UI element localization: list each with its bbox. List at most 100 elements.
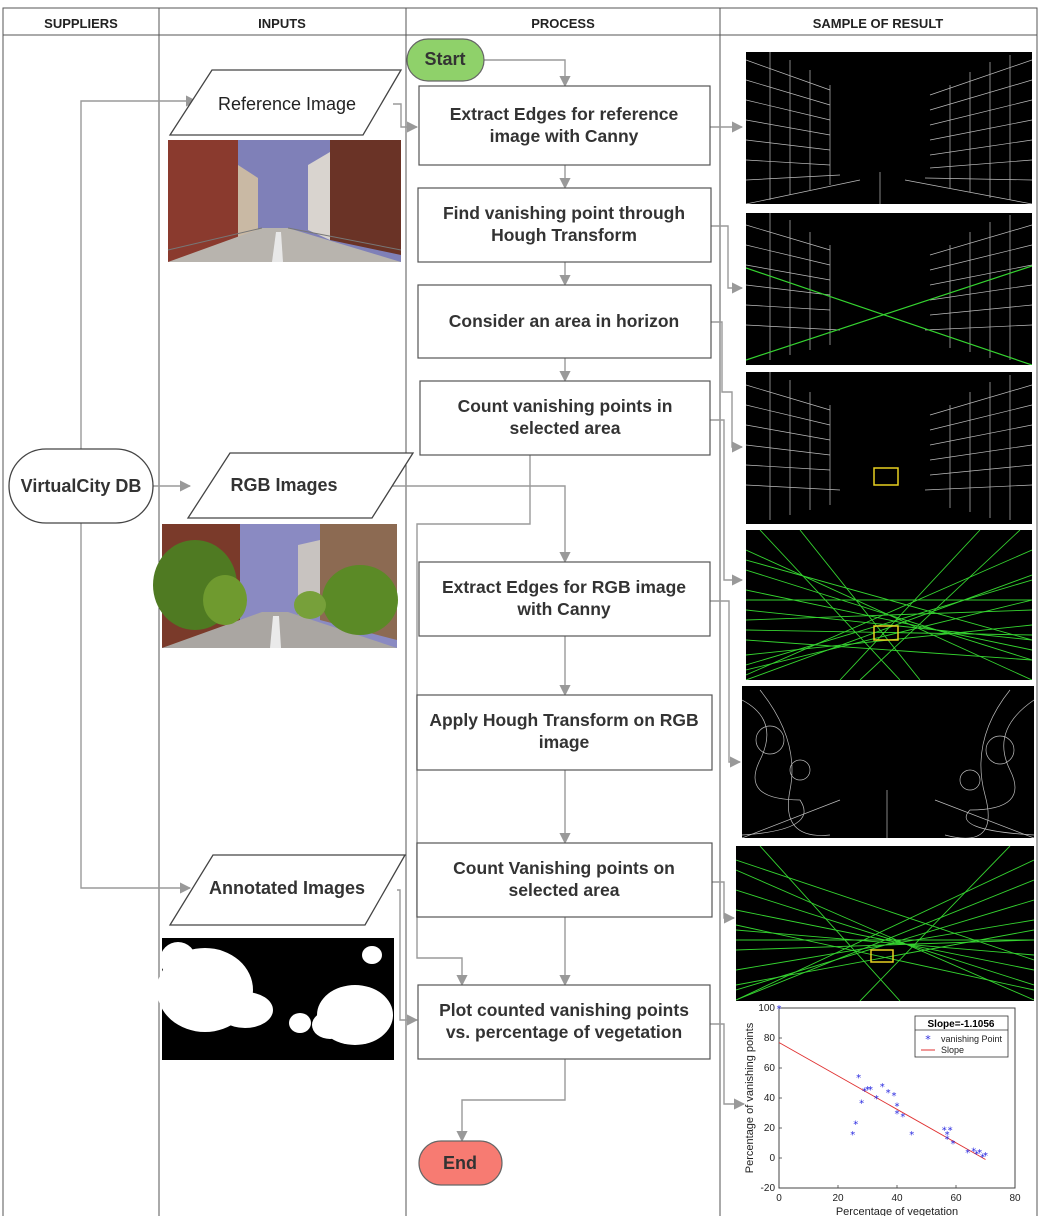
result-horizon-area — [746, 372, 1032, 524]
input-rgb-label: RGB Images — [230, 475, 337, 495]
step-count-vanishing-selected[interactable]: Count Vanishing points on selected area — [416, 842, 713, 918]
chart-point: * — [900, 1112, 905, 1123]
chart-slope-line — [778, 1042, 986, 1160]
chart-slope-group — [778, 1042, 986, 1160]
input-annotated-label: Annotated Images — [209, 878, 365, 898]
chart-point: * — [874, 1094, 879, 1105]
chart-point: * — [850, 1130, 855, 1141]
step8-line1: Plot counted vanishing points — [439, 1000, 689, 1020]
chart-point: * — [980, 1153, 985, 1164]
chart-point: * — [862, 1087, 867, 1098]
chart-y-tick-label: -20 — [761, 1183, 776, 1194]
start-terminal[interactable]: Start — [406, 38, 485, 82]
input-reference-label: Reference Image — [218, 94, 356, 114]
result-rgb-hough-lines — [746, 530, 1032, 680]
connector-s3-result3 — [710, 321, 744, 453]
step6-line1: Apply Hough Transform on RGB — [429, 710, 698, 730]
chart-point: * — [856, 1073, 861, 1084]
chart-x-tick-label: 80 — [1009, 1193, 1021, 1204]
connector-s5-result5 — [710, 600, 742, 768]
step1-line2: image with Canny — [490, 126, 639, 146]
lane-title-sample: SAMPLE OF RESULT — [813, 16, 944, 31]
chart-point: * — [777, 1004, 782, 1015]
step-plot-vanishing-vegetation[interactable]: Plot counted vanishing points vs. percen… — [417, 984, 711, 1060]
chart-point: * — [868, 1085, 873, 1096]
chart-points-group: *************************** — [777, 1004, 989, 1164]
step-count-vanishing-points[interactable]: Count vanishing points in selected area — [419, 380, 711, 456]
step5-line2: with Canny — [516, 599, 611, 619]
step6-line2: image — [539, 732, 590, 752]
chart-legend-entry-points: vanishing Point — [941, 1034, 1003, 1044]
step8-line2: vs. percentage of vegetation — [446, 1022, 682, 1042]
chart-point: * — [945, 1130, 950, 1141]
chart-legend-entry-slope: Slope — [941, 1045, 964, 1055]
connector-supplier-annotated — [80, 523, 192, 894]
connector-reference-s1 — [393, 103, 419, 133]
chart-point: * — [951, 1139, 956, 1150]
end-label: End — [443, 1153, 477, 1173]
chart-y-tick-label: 20 — [764, 1123, 776, 1134]
chart-x-tick-label: 60 — [950, 1193, 962, 1204]
chart-x-tick-label: 0 — [776, 1193, 782, 1204]
chart-point: * — [974, 1150, 979, 1161]
start-label: Start — [424, 49, 465, 69]
chart-y-axis-label: Percentage of vanishing points — [744, 1022, 756, 1173]
step3-line1: Consider an area in horizon — [449, 311, 679, 331]
step-find-vanishing-point[interactable]: Find vanishing point through Hough Trans… — [417, 187, 712, 263]
chart-point: * — [865, 1085, 870, 1096]
lane-title-inputs: INPUTS — [258, 16, 306, 31]
connector-s7-result6 — [710, 881, 736, 924]
chart-point: * — [909, 1130, 914, 1141]
input-annotated-images[interactable]: Annotated Images — [168, 854, 407, 926]
chart-point: * — [945, 1135, 950, 1146]
chart-point: * — [948, 1126, 953, 1137]
connector-supplier-reference — [80, 95, 198, 449]
supplier-label: VirtualCity DB — [21, 476, 142, 496]
chart-point: * — [977, 1148, 982, 1159]
chart-point: * — [880, 1082, 885, 1093]
connector-s8-end — [456, 1059, 566, 1143]
chart-point: * — [895, 1102, 900, 1113]
reference-street-image — [167, 140, 402, 262]
step-consider-area-horizon[interactable]: Consider an area in horizon — [417, 284, 712, 359]
step-extract-edges-reference[interactable]: Extract Edges for reference image with C… — [418, 85, 711, 166]
chart-point: * — [965, 1148, 970, 1159]
chart-point: * — [886, 1088, 891, 1099]
connector-s8-chart — [710, 1023, 746, 1110]
lane-title-suppliers: SUPPLIERS — [44, 16, 118, 31]
step4-line2: selected area — [510, 418, 621, 438]
chart-y-tick-label: 100 — [758, 1003, 775, 1014]
chart-point: * — [859, 1099, 864, 1110]
swimlane-frame — [2, 7, 1038, 1216]
chart-point: * — [983, 1151, 988, 1162]
end-terminal[interactable]: End — [418, 1140, 503, 1186]
rgb-street-image — [153, 524, 398, 648]
step2-line1: Find vanishing point through — [443, 203, 685, 223]
chart-point: * — [971, 1147, 976, 1158]
chart-legend-marker-icon: * — [925, 1033, 931, 1046]
result-canny-edges-reference — [746, 52, 1032, 204]
step7-line1: Count Vanishing points on — [453, 858, 675, 878]
connectors — [80, 59, 746, 1143]
connector-s2-result2 — [710, 225, 744, 294]
annotated-vegetation-mask — [157, 938, 394, 1060]
step-extract-edges-rgb[interactable]: Extract Edges for RGB image with Canny — [418, 561, 711, 637]
step4-line1: Count vanishing points in — [458, 396, 673, 416]
input-reference-image[interactable]: Reference Image — [168, 69, 403, 136]
connector-annotated-s8 — [397, 889, 419, 1026]
chart-x-tick-label: 40 — [891, 1193, 903, 1204]
connector-rgb-s5 — [380, 485, 571, 564]
supplier-virtualcity-db[interactable]: VirtualCity DB — [8, 448, 154, 524]
step-apply-hough-rgb[interactable]: Apply Hough Transform on RGB image — [416, 694, 713, 771]
chart-y-tick-label: 0 — [769, 1153, 775, 1164]
chart-point: * — [892, 1091, 897, 1102]
step5-line1: Extract Edges for RGB image — [442, 577, 686, 597]
step2-line2: Hough Transform — [491, 225, 637, 245]
result-rgb-canny-edges — [742, 686, 1034, 838]
chart-y-tick-label: 80 — [764, 1033, 776, 1044]
input-rgb-images[interactable]: RGB Images — [186, 452, 415, 519]
step1-line1: Extract Edges for reference — [450, 104, 679, 124]
chart-x-axis-label: Percentage of vegetation — [836, 1206, 958, 1216]
